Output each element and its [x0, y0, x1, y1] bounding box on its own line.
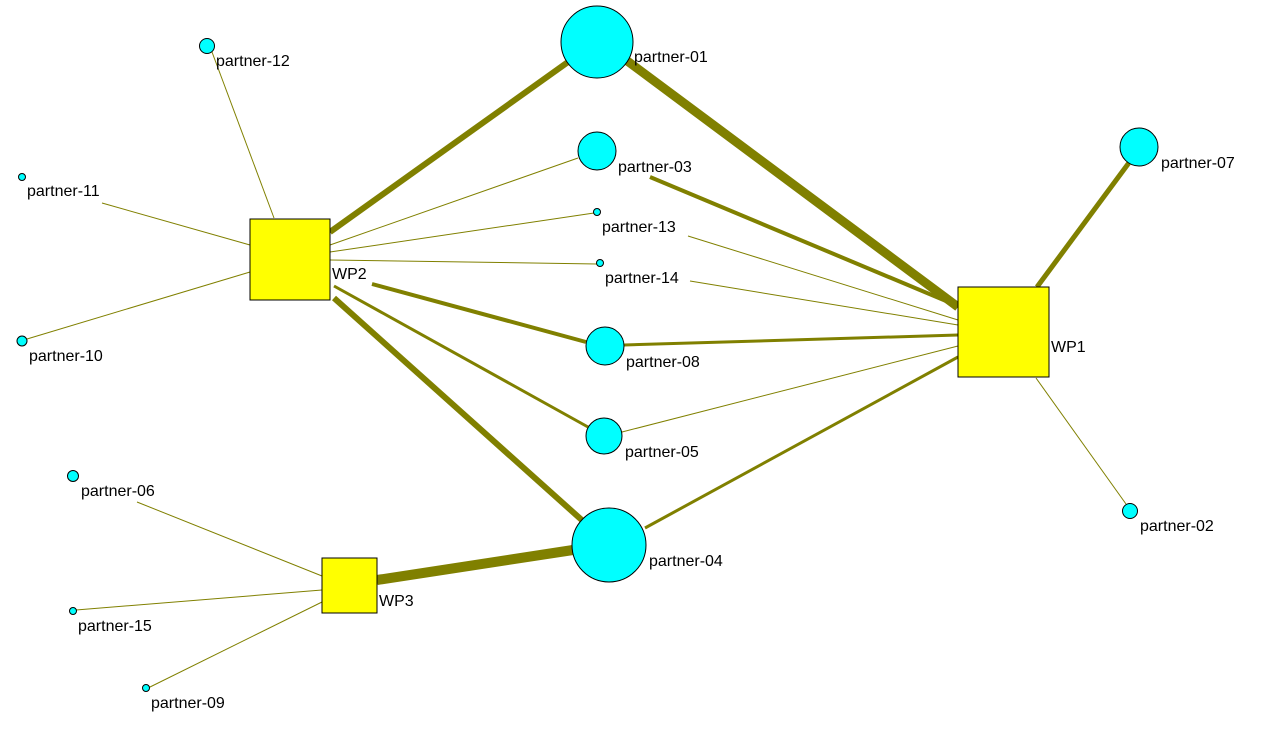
edge-wp2-partner-11 — [101, 202, 251, 246]
edge-wp1-partner-07 — [1034, 158, 1134, 289]
partner-05-label: partner-05 — [625, 444, 699, 461]
edge-wp2-partner-08 — [371, 282, 587, 344]
partner-01-label: partner-01 — [634, 49, 708, 66]
partner-08-label: partner-08 — [626, 354, 700, 371]
partner-node-04[interactable] — [571, 507, 647, 583]
partner-11-label: partner-11 — [27, 183, 100, 200]
partner-02-label: partner-02 — [1140, 518, 1214, 535]
partner-node-08[interactable] — [585, 326, 625, 366]
partner-10-label: partner-10 — [29, 348, 103, 365]
partner-14-label: partner-14 — [605, 270, 679, 287]
nodes-layer — [16, 5, 1159, 692]
partner-07-label: partner-07 — [1161, 155, 1235, 172]
edges-layer — [26, 51, 1134, 689]
edge-wp1-partner-05 — [621, 345, 959, 433]
partner-node-14[interactable] — [596, 259, 604, 267]
edge-wp2-partner-03 — [329, 157, 579, 246]
partner-04-label: partner-04 — [649, 553, 723, 570]
partner-12-label: partner-12 — [216, 53, 290, 70]
partner-node-06[interactable] — [67, 470, 79, 482]
partner-node-10[interactable] — [16, 335, 28, 347]
edge-wp1-partner-01 — [623, 56, 961, 311]
wp1-label: WP1 — [1051, 339, 1086, 356]
work-package-node-wp2[interactable] — [249, 218, 331, 301]
edge-wp1-partner-14 — [689, 280, 959, 326]
partner-15-label: partner-15 — [78, 618, 152, 635]
edge-wp1-partner-02 — [1035, 377, 1127, 505]
partner-06-label: partner-06 — [81, 483, 155, 500]
edge-wp2-partner-01 — [328, 59, 570, 235]
partner-node-05[interactable] — [585, 417, 623, 455]
edge-wp2-partner-05 — [333, 284, 589, 429]
partner-node-11[interactable] — [18, 173, 26, 181]
labels-layer: WP2 WP1 WP3 partner-01 partner-03 partne… — [27, 49, 1235, 712]
partner-node-07[interactable] — [1119, 127, 1159, 167]
edge-wp3-partner-15 — [75, 589, 323, 611]
edge-wp2-partner-10 — [26, 271, 251, 340]
wp3-label: WP3 — [379, 593, 414, 610]
edge-wp1-partner-04 — [644, 355, 959, 530]
partner-03-label: partner-03 — [618, 159, 692, 176]
work-package-node-wp3[interactable] — [321, 557, 378, 614]
partner-09-label: partner-09 — [151, 695, 225, 712]
edge-wp3-partner-06 — [136, 501, 323, 577]
partner-node-09[interactable] — [142, 684, 150, 692]
edge-wp1-partner-08 — [623, 333, 959, 347]
partner-13-label: partner-13 — [602, 219, 676, 236]
edge-wp3-partner-09 — [147, 601, 323, 689]
wp2-label: WP2 — [332, 266, 367, 283]
edge-wp2-partner-12 — [211, 51, 275, 219]
edge-wp1-partner-03 — [649, 175, 959, 308]
edge-wp3-partner-04 — [376, 545, 574, 585]
edge-wp2-partner-14 — [329, 259, 598, 265]
partner-node-01[interactable] — [560, 5, 634, 79]
partner-node-12[interactable] — [199, 38, 215, 54]
partner-node-03[interactable] — [577, 131, 617, 171]
work-package-node-wp1[interactable] — [957, 286, 1050, 378]
edge-wp2-partner-04 — [331, 295, 587, 525]
partner-node-13[interactable] — [593, 208, 601, 216]
edge-wp1-partner-13 — [687, 235, 959, 321]
edge-wp2-partner-13 — [329, 212, 595, 253]
partner-node-15[interactable] — [69, 607, 77, 615]
partner-node-02[interactable] — [1122, 503, 1138, 519]
